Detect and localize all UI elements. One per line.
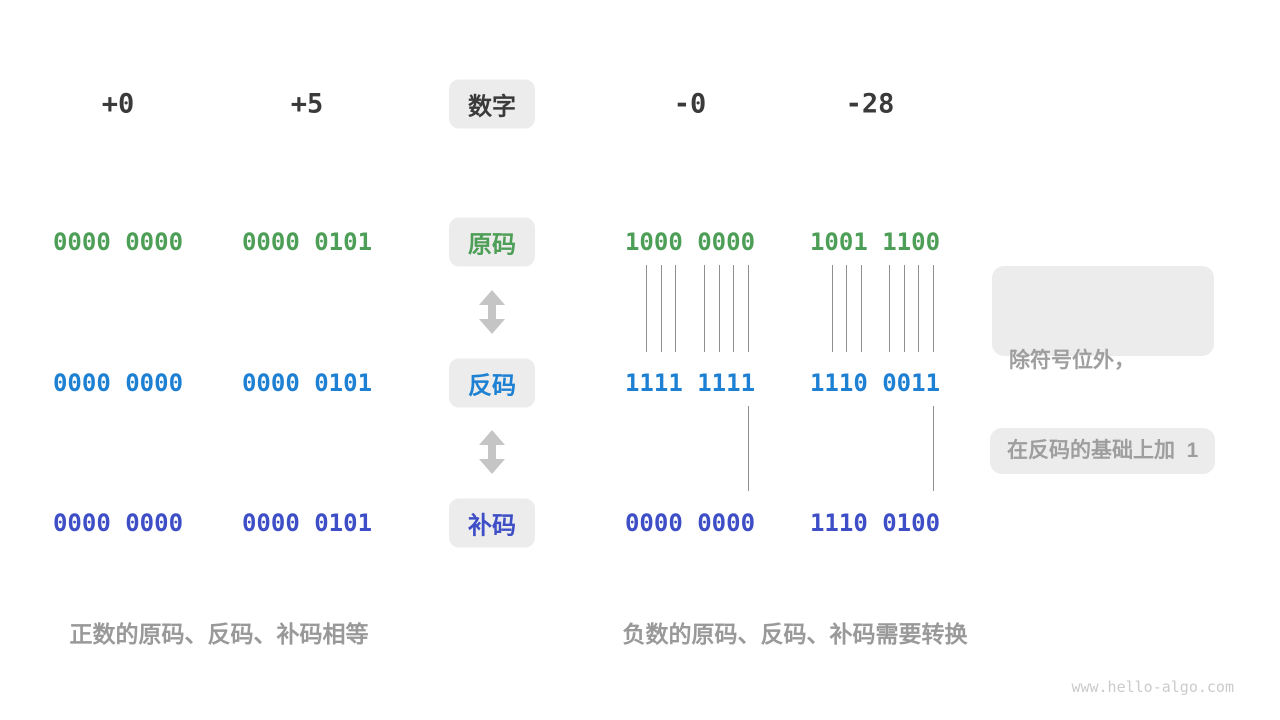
invert-bits-note-line1: 除符号位外， — [1009, 349, 1135, 372]
sign-magnitude-neg-zero: 1000 0000 — [624, 228, 756, 256]
bit-connector-line — [733, 265, 734, 352]
ones-complement-badge: 反码 — [449, 358, 535, 408]
bit-connector-line — [861, 265, 862, 352]
add-one-note: 在反码的基础上加 1 — [990, 428, 1216, 474]
ones-complement-pos-five: 0000 0101 — [241, 369, 373, 397]
header-pos-five: +5 — [290, 88, 324, 120]
twos-complement-neg-twenty-eight: 1110 0100 — [809, 509, 941, 537]
twos-complement-pos-five: 0000 0101 — [241, 509, 373, 537]
bit-connector-line — [846, 265, 847, 352]
header-neg-zero: -0 — [673, 88, 707, 120]
header-pos-zero: +0 — [101, 88, 135, 120]
add-one-connector-line — [748, 406, 749, 491]
sign-magnitude-pos-five: 0000 0101 — [241, 228, 373, 256]
twos-complement-neg-zero: 0000 0000 — [624, 509, 756, 537]
add-one-connector-line — [933, 406, 934, 491]
bit-connector-line — [832, 265, 833, 352]
invert-bits-note: 除符号位外， 对其余所有位取反 — [992, 266, 1214, 471]
bit-connector-line — [748, 265, 749, 352]
bit-connector-line — [675, 265, 676, 352]
updown-arrow-icon — [479, 430, 505, 474]
bit-connector-line — [933, 265, 934, 352]
twos-complement-badge: 补码 — [449, 498, 535, 548]
bit-connector-line — [719, 265, 720, 352]
header-neg-twenty-eight: -28 — [845, 88, 895, 120]
bit-connector-line — [661, 265, 662, 352]
header-number-badge: 数字 — [449, 79, 535, 129]
bit-connector-line — [646, 265, 647, 352]
bit-connector-line — [904, 265, 905, 352]
ones-complement-pos-zero: 0000 0000 — [52, 369, 184, 397]
sign-magnitude-pos-zero: 0000 0000 — [52, 228, 184, 256]
bit-connector-line — [918, 265, 919, 352]
twos-complement-pos-zero: 0000 0000 — [52, 509, 184, 537]
site-watermark: www.hello-algo.com — [1071, 678, 1234, 696]
sign-magnitude-neg-twenty-eight: 1001 1100 — [809, 228, 941, 256]
bit-connector-line — [889, 265, 890, 352]
positive-numbers-caption: 正数的原码、反码、补码相等 — [69, 621, 369, 647]
updown-arrow-icon — [479, 290, 505, 334]
ones-complement-neg-zero: 1111 1111 — [624, 369, 756, 397]
bit-connector-line — [704, 265, 705, 352]
ones-complement-neg-twenty-eight: 1110 0011 — [809, 369, 941, 397]
negative-numbers-caption: 负数的原码、反码、补码需要转换 — [622, 621, 968, 647]
sign-magnitude-badge: 原码 — [449, 217, 535, 267]
